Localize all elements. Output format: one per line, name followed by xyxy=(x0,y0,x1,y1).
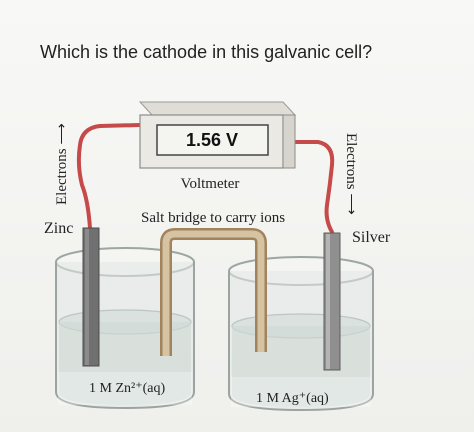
voltmeter-reading: 1.56 V xyxy=(186,130,238,150)
right-beaker xyxy=(228,256,374,412)
voltmeter-top xyxy=(138,101,297,116)
left-electrons-label: Electrons ⟶ xyxy=(54,123,70,205)
right-electrode-label: Silver xyxy=(352,229,391,246)
voltmeter-side xyxy=(282,114,296,169)
left-solution-label: 1 M Zn²⁺(aq) xyxy=(89,381,165,396)
salt-bridge-label: Salt bridge to carry ions xyxy=(141,210,285,226)
right-electrons-label: Electrons ⟶ xyxy=(343,133,359,215)
left-electrode-label: Zinc xyxy=(44,220,73,237)
right-wire xyxy=(290,140,335,234)
left-wire xyxy=(76,123,142,230)
right-solution-label: 1 M Ag⁺(aq) xyxy=(256,391,329,406)
question-text: Which is the cathode in this galvanic ce… xyxy=(40,42,373,62)
voltmeter-label: Voltmeter xyxy=(181,176,240,192)
voltmeter-display xyxy=(156,124,269,156)
